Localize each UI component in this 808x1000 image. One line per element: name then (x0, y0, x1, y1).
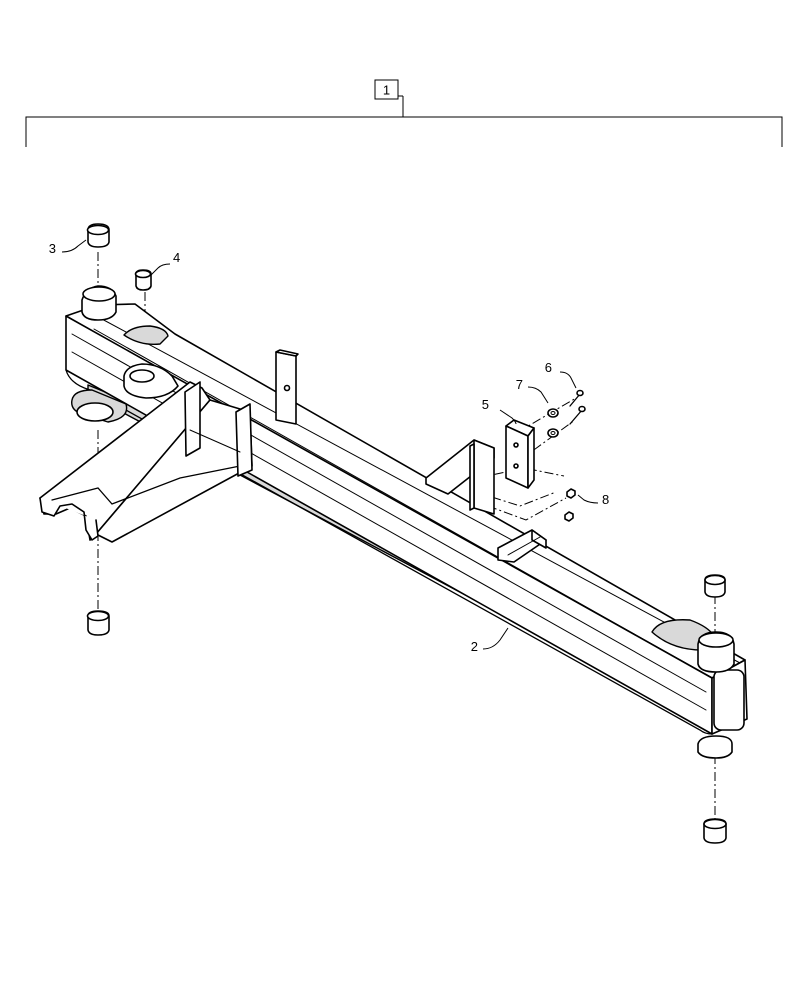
callout-3: 3 (49, 241, 56, 256)
bushing-small (134, 269, 152, 291)
callout-8: 8 (602, 492, 609, 507)
callout-4: 4 (173, 250, 180, 265)
bushing-bottom-left (86, 610, 110, 636)
beam-bracket (425, 439, 547, 563)
spacer-block (505, 419, 535, 489)
main-beam (65, 303, 748, 735)
callout-leaders (61, 239, 599, 650)
assembly-label-box: 1 (374, 79, 399, 100)
callout-numbers: 3 4 5 6 7 8 2 (49, 241, 609, 654)
nut (564, 488, 576, 522)
assembly-bracket (25, 95, 783, 147)
washer (547, 408, 559, 438)
callout-7: 7 (516, 377, 523, 392)
bushing-top-right (704, 574, 726, 598)
callout-2: 2 (471, 639, 478, 654)
callout-5: 5 (482, 397, 489, 412)
hitch-tongue (39, 363, 253, 543)
bushing-bottom-right (703, 818, 727, 844)
callout-6: 6 (545, 360, 552, 375)
bolt (569, 389, 586, 425)
assembly-label: 1 (383, 83, 390, 98)
left-pivot-boss (71, 285, 169, 423)
right-pivot-boss (651, 619, 735, 759)
vertical-plate (275, 349, 299, 425)
bushing-top-left (86, 223, 110, 248)
